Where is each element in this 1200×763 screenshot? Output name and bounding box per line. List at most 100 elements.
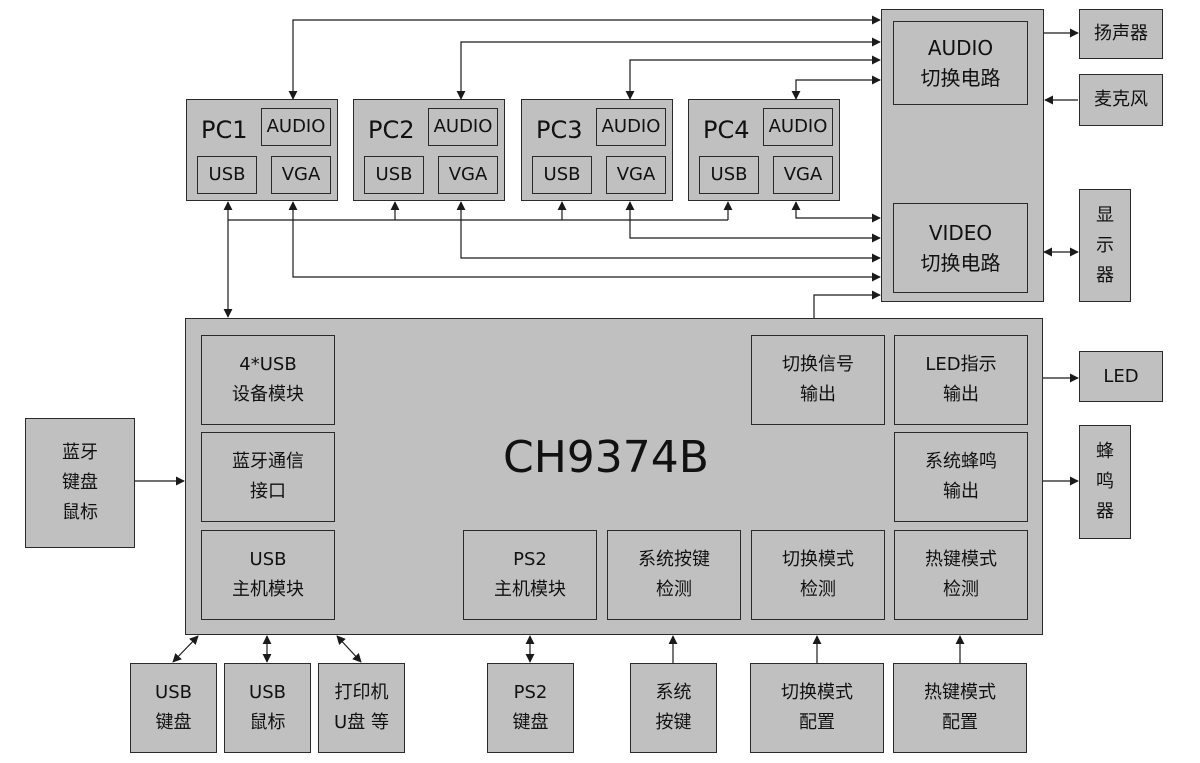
ps2-keyboard-box: PS2 键盘 bbox=[487, 663, 574, 753]
audio-switch-line1: AUDIO bbox=[927, 36, 994, 60]
printer-line1: 打印机 bbox=[334, 682, 389, 703]
module-switch-mode-detect-line1: 切换模式 bbox=[782, 549, 854, 570]
printer-line2: U盘 等 bbox=[334, 712, 389, 733]
pc1-audio-port: AUDIO bbox=[261, 108, 331, 146]
module-system-key-detect-line1: 系统按键 bbox=[638, 549, 710, 570]
module-buzzer-out-line1: 系统蜂鸣 bbox=[925, 451, 997, 472]
pc3-vga-port: VGA bbox=[606, 156, 666, 194]
usb-mouse-line2: 鼠标 bbox=[249, 712, 286, 733]
buzzer-box: 蜂 鸣 器 bbox=[1079, 425, 1131, 539]
module-hotkey-mode-detect-line2: 检测 bbox=[943, 579, 979, 600]
switch-panel: AUDIO 切换电路 VIDEO 切换电路 bbox=[881, 9, 1044, 302]
module-bluetooth-comm-line2: 接口 bbox=[250, 481, 286, 502]
pc1-audio-wire bbox=[288, 15, 881, 100]
module-usb-device-line1: 4*USB bbox=[239, 354, 297, 375]
pc4-audio-port: AUDIO bbox=[763, 108, 833, 146]
pc4-vga-wire bbox=[791, 201, 881, 223]
module-usb-host-line2: 主机模块 bbox=[232, 579, 304, 600]
pc3-audio-wire bbox=[625, 55, 881, 100]
pc3-usb-port: USB bbox=[532, 156, 592, 194]
module-led-indicator-out: LED指示 输出 bbox=[894, 335, 1028, 425]
pc4-usb-port: USB bbox=[699, 156, 759, 194]
video-switch-line2: 切换电路 bbox=[920, 251, 1001, 275]
module-switch-signal-out: 切换信号 输出 bbox=[751, 335, 885, 425]
pc2-audio-wire bbox=[456, 37, 881, 100]
pc1-label: PC1 bbox=[201, 116, 248, 144]
switch-mode-config-line1: 切换模式 bbox=[781, 682, 853, 703]
display-char-1: 显 bbox=[1096, 204, 1114, 226]
audio-switch-circuit: AUDIO 切换电路 bbox=[893, 21, 1028, 105]
module-system-key-detect: 系统按键 检测 bbox=[607, 530, 741, 620]
module-switch-mode-detect-line2: 检测 bbox=[800, 579, 836, 600]
hotkey-mode-config-box: 热键模式 配置 bbox=[893, 663, 1027, 753]
switch-control-wire bbox=[813, 290, 881, 318]
printer-wire bbox=[336, 635, 362, 663]
system-keys-line1: 系统 bbox=[655, 682, 692, 703]
pc2-label: PC2 bbox=[368, 116, 415, 144]
pc2-block: PC2 AUDIO USB VGA bbox=[353, 99, 505, 201]
chip-name: CH9374B bbox=[503, 432, 709, 483]
hotkey-mode-config-line1: 热键模式 bbox=[924, 682, 996, 703]
buzzer-char-1: 蜂 bbox=[1096, 441, 1114, 462]
pc1-vga-port: VGA bbox=[271, 156, 331, 194]
ps2-keyboard-line1: PS2 bbox=[513, 682, 548, 703]
module-usb-host-line1: USB bbox=[249, 549, 287, 570]
pc4-label: PC4 bbox=[703, 116, 750, 144]
usb-mouse-box: USB 鼠标 bbox=[224, 663, 311, 753]
microphone-box: 麦克风 bbox=[1079, 74, 1163, 126]
audio-switch-line2: 切换电路 bbox=[920, 66, 1001, 90]
video-switch-circuit: VIDEO 切换电路 bbox=[893, 203, 1028, 293]
module-usb-device-line2: 设备模块 bbox=[232, 384, 304, 405]
ps2-keyboard-line2: 键盘 bbox=[512, 712, 549, 733]
module-usb-device: 4*USB 设备模块 bbox=[201, 335, 335, 425]
usb-keyboard-line1: USB bbox=[155, 682, 192, 703]
hotkey-mode-config-line2: 配置 bbox=[942, 712, 978, 733]
pc4-block: PC4 AUDIO USB VGA bbox=[688, 99, 840, 201]
module-led-indicator-out-line1: LED指示 bbox=[925, 354, 997, 375]
pc4-audio-wire bbox=[791, 75, 881, 100]
module-ps2-host: PS2 主机模块 bbox=[463, 530, 597, 620]
usb-keyboard-line2: 键盘 bbox=[155, 712, 192, 733]
module-switch-mode-detect: 切换模式 检测 bbox=[751, 530, 885, 620]
chip-block: CH9374B 4*USB 设备模块 蓝牙通信 接口 USB 主机模块 PS2 … bbox=[185, 318, 1043, 635]
usb-mouse-line1: USB bbox=[249, 682, 286, 703]
module-hotkey-mode-detect-line1: 热键模式 bbox=[925, 549, 997, 570]
video-switch-line1: VIDEO bbox=[928, 221, 993, 245]
bluetooth-device-line2: 键盘 bbox=[62, 472, 98, 493]
pc2-usb-port: USB bbox=[364, 156, 424, 194]
buzzer-char-2: 鸣 bbox=[1096, 471, 1114, 492]
speaker-box: 扬声器 bbox=[1079, 9, 1163, 59]
pc2-vga-wire bbox=[456, 201, 881, 263]
buzzer-char-3: 器 bbox=[1096, 501, 1114, 522]
switch-mode-config-line2: 配置 bbox=[799, 712, 835, 733]
display-char-2: 示 bbox=[1096, 234, 1114, 256]
pc3-label: PC3 bbox=[536, 116, 583, 144]
pc1-block: PC1 AUDIO USB VGA bbox=[186, 99, 338, 201]
module-ps2-host-line1: PS2 bbox=[513, 549, 547, 570]
display-box: 显 示 器 bbox=[1079, 189, 1131, 302]
display-char-3: 器 bbox=[1096, 264, 1114, 286]
bluetooth-device-box: 蓝牙 键盘 鼠标 bbox=[25, 418, 135, 548]
module-ps2-host-line2: 主机模块 bbox=[494, 579, 566, 600]
module-buzzer-out: 系统蜂鸣 输出 bbox=[894, 432, 1028, 522]
bluetooth-device-line1: 蓝牙 bbox=[62, 442, 98, 463]
system-keys-box: 系统 按键 bbox=[630, 663, 717, 753]
module-led-indicator-out-line2: 输出 bbox=[943, 384, 979, 405]
bluetooth-device-line3: 鼠标 bbox=[62, 502, 98, 523]
system-keys-line2: 按键 bbox=[655, 712, 692, 733]
module-hotkey-mode-detect: 热键模式 检测 bbox=[894, 530, 1028, 620]
pc3-audio-port: AUDIO bbox=[596, 108, 666, 146]
switch-mode-config-box: 切换模式 配置 bbox=[750, 663, 884, 753]
module-switch-signal-out-line2: 输出 bbox=[800, 384, 836, 405]
pc4-vga-port: VGA bbox=[773, 156, 833, 194]
module-switch-signal-out-line1: 切换信号 bbox=[782, 354, 854, 375]
pc2-audio-port: AUDIO bbox=[428, 108, 498, 146]
module-bluetooth-comm: 蓝牙通信 接口 bbox=[201, 432, 335, 522]
module-usb-host: USB 主机模块 bbox=[201, 530, 335, 620]
usb-keyboard-wire bbox=[172, 635, 199, 663]
led-box: LED bbox=[1079, 351, 1163, 402]
module-system-key-detect-line2: 检测 bbox=[656, 579, 692, 600]
usb-keyboard-box: USB 键盘 bbox=[130, 663, 217, 753]
module-bluetooth-comm-line1: 蓝牙通信 bbox=[232, 451, 304, 472]
